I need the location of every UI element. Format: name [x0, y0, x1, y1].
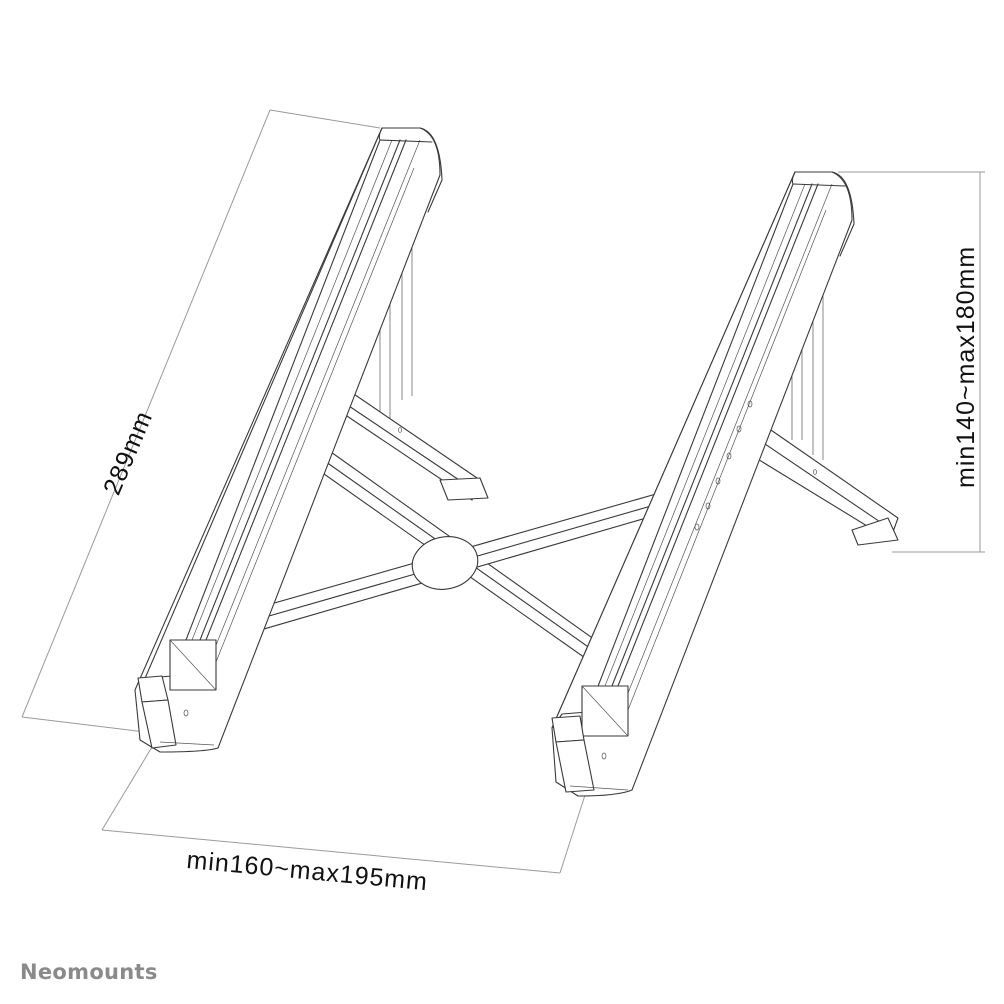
brand-logo-text: Neomounts	[20, 960, 158, 984]
left-front-rail	[134, 127, 443, 753]
right-front-rail	[551, 171, 855, 797]
cross-brace	[221, 429, 661, 661]
hinge-disc	[411, 536, 479, 590]
height-adjustment-holes	[694, 400, 753, 531]
height-dimension-label: min140~max180mm	[952, 245, 980, 488]
right-rear-support	[755, 290, 899, 546]
dimension-lines	[21, 109, 985, 874]
